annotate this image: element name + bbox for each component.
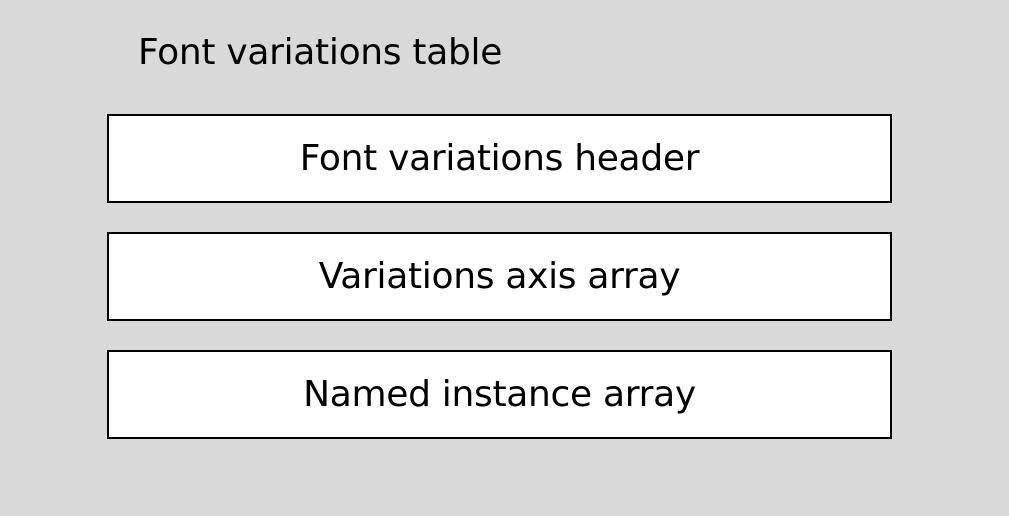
block-label: Named instance array [303,374,696,415]
diagram-title: Font variations table [138,32,503,73]
variations-axis-array-block: Variations axis array [107,232,892,321]
block-label: Font variations header [299,138,700,179]
named-instance-array-block: Named instance array [107,350,892,439]
block-label: Variations axis array [318,256,681,297]
font-variations-header-block: Font variations header [107,114,892,203]
